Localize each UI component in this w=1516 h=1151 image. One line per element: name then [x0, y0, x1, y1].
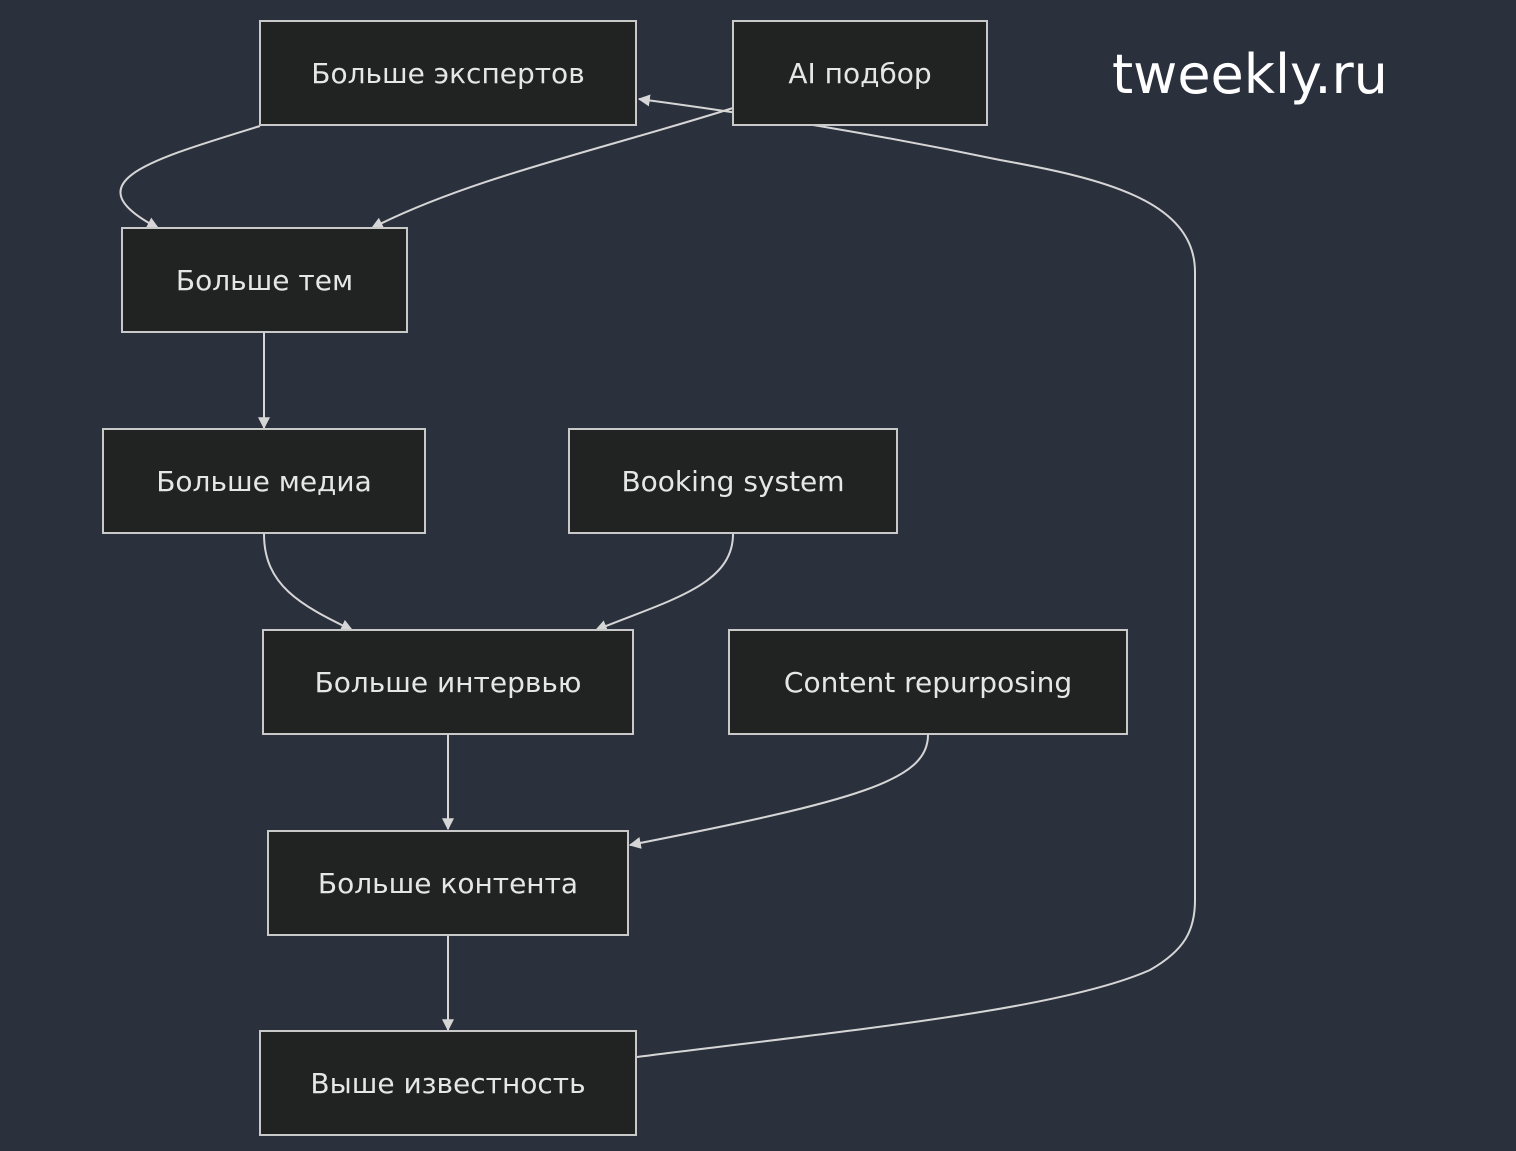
node-more-content[interactable]: Больше контента [267, 830, 629, 936]
edge-more-experts-to-more-topics [119, 125, 261, 229]
brand-logo-text: tweekly.ru [1112, 43, 1388, 106]
node-more-interviews[interactable]: Больше интервью [262, 629, 634, 735]
edge-booking-system-to-more-interviews [594, 533, 734, 632]
node-content-repurposing[interactable]: Content repurposing [728, 629, 1128, 735]
node-more-media[interactable]: Больше медиа [102, 428, 426, 534]
node-higher-awareness[interactable]: Выше известность [259, 1030, 637, 1136]
edge-ai-matching-to-more-topics [370, 107, 734, 229]
node-more-topics[interactable]: Больше тем [121, 227, 408, 333]
node-booking-system[interactable]: Booking system [568, 428, 898, 534]
node-more-experts[interactable]: Больше экспертов [259, 20, 637, 126]
edge-content-repurposing-to-more-content [628, 734, 929, 849]
edge-more-media-to-more-interviews [263, 533, 354, 631]
node-ai-matching[interactable]: AI подбор [732, 20, 988, 126]
edge-higher-awareness-to-more-experts [636, 94, 1196, 1058]
